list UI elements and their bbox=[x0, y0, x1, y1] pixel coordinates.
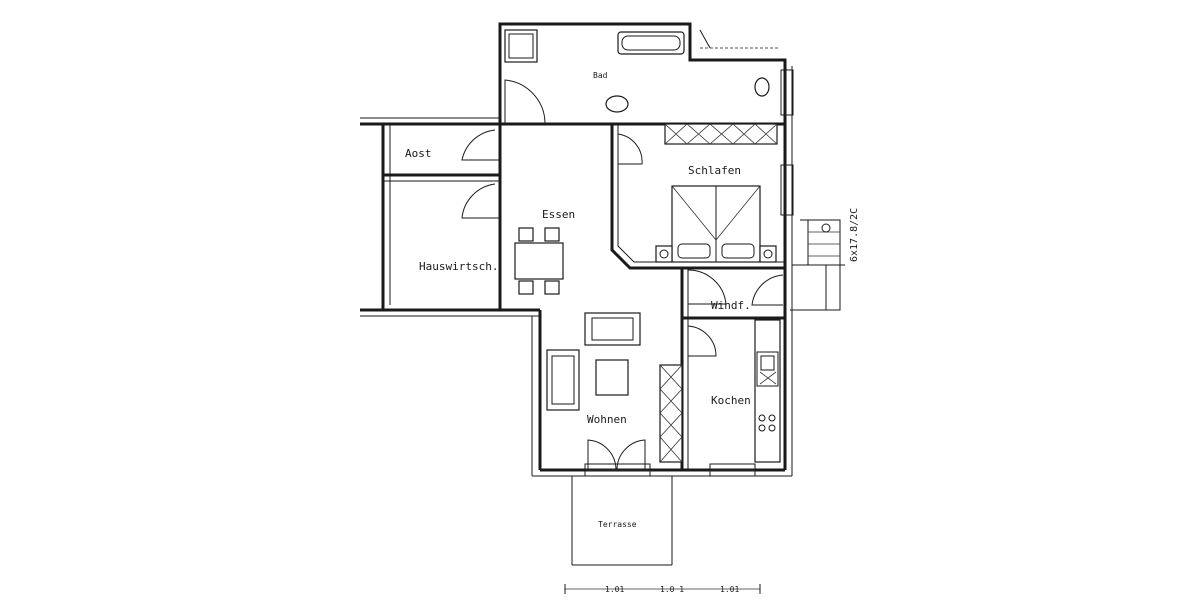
dimension-1: 1.01 bbox=[605, 585, 624, 594]
kitchen-counter bbox=[754, 319, 781, 463]
coffee-table bbox=[595, 359, 629, 396]
label-kochen: Kochen bbox=[711, 394, 751, 407]
label-stairs: 6x17.8/2C bbox=[849, 208, 860, 262]
dimension-3: 1.01 bbox=[720, 585, 739, 594]
nightstand-right bbox=[759, 245, 777, 263]
label-aost: Aost bbox=[405, 147, 432, 160]
bedroom-furniture bbox=[655, 123, 778, 263]
exterior-walls bbox=[360, 22, 793, 477]
bathroom-fixtures bbox=[504, 29, 780, 113]
shelf-unit bbox=[659, 364, 683, 463]
dining-table bbox=[514, 242, 564, 280]
washbasin bbox=[605, 95, 629, 113]
dining-furniture bbox=[514, 227, 564, 295]
living-furniture bbox=[546, 312, 683, 463]
shower-tray bbox=[504, 29, 538, 63]
room-labels: Bad Aost Schlafen Essen Hauswirtsch. Win… bbox=[405, 71, 860, 529]
nightstand-left bbox=[655, 245, 673, 263]
label-bad: Bad bbox=[593, 71, 608, 80]
doors bbox=[461, 79, 784, 471]
label-windf: Windf. bbox=[711, 299, 751, 312]
dimension-2: 1.0 1 bbox=[660, 585, 684, 594]
kitchen-fixtures bbox=[754, 319, 781, 463]
label-hauswirtsch: Hauswirtsch. bbox=[419, 260, 498, 273]
label-essen: Essen bbox=[542, 208, 575, 221]
dimension-line: 1.01 1.0 1 1.01 bbox=[564, 584, 761, 594]
toilet bbox=[754, 77, 770, 97]
label-terrasse: Terrasse bbox=[598, 520, 637, 529]
windows bbox=[584, 69, 794, 477]
terrace bbox=[571, 476, 673, 566]
bathtub bbox=[617, 31, 685, 55]
label-wohnen: Wohnen bbox=[587, 413, 627, 426]
label-schlafen: Schlafen bbox=[688, 164, 741, 177]
entrance-stairs bbox=[790, 219, 845, 311]
